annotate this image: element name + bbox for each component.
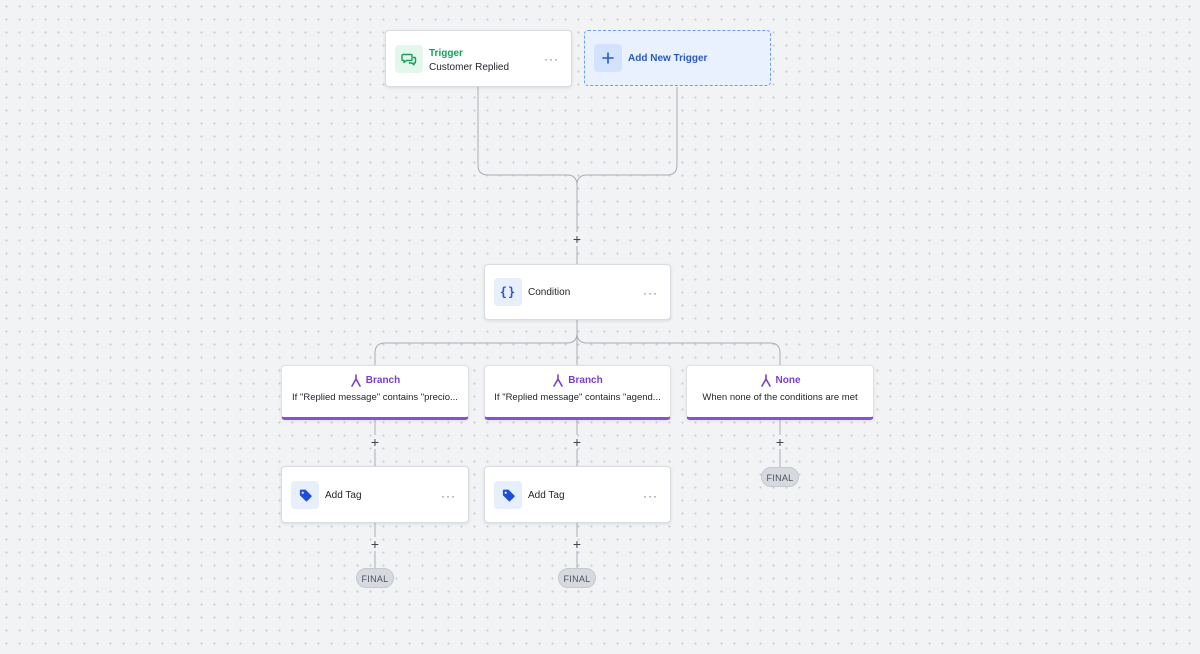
branch-card-1[interactable]: Branch If "Replied message" contains "pr… xyxy=(281,365,469,420)
add-step-button[interactable]: + xyxy=(370,536,380,552)
add-tag-more-icon[interactable]: ··· xyxy=(441,489,456,503)
add-tag-label: Add Tag xyxy=(325,490,362,501)
branch-description: If "Replied message" contains "precio... xyxy=(292,392,458,403)
plus-icon xyxy=(594,44,622,72)
add-step-button[interactable]: + xyxy=(572,434,582,450)
add-step-button[interactable]: + xyxy=(775,434,785,450)
curly-braces-icon: {} xyxy=(494,278,522,306)
branch-description: When none of the conditions are met xyxy=(702,392,858,403)
add-step-button[interactable]: + xyxy=(572,536,582,552)
branch-description: If "Replied message" contains "agend... xyxy=(494,392,661,403)
branch-fork-icon xyxy=(350,374,361,387)
trigger-more-icon[interactable]: ··· xyxy=(544,52,559,66)
branch-card-none[interactable]: None When none of the conditions are met xyxy=(686,365,874,420)
branch-header: Branch xyxy=(282,374,468,387)
final-badge: FINAL xyxy=(761,467,799,487)
add-new-trigger-label: Add New Trigger xyxy=(628,53,708,64)
add-step-button[interactable]: + xyxy=(370,434,380,450)
trigger-name-label: Customer Replied xyxy=(429,62,510,73)
add-tag-card-1[interactable]: Add Tag ··· xyxy=(281,466,469,523)
chat-bubbles-icon xyxy=(395,45,423,73)
branch-fork-icon xyxy=(760,374,771,387)
tag-icon xyxy=(291,481,319,509)
branch-card-2[interactable]: Branch If "Replied message" contains "ag… xyxy=(484,365,671,420)
curly-braces-glyph: {} xyxy=(499,285,517,299)
condition-more-icon[interactable]: ··· xyxy=(643,286,658,300)
add-tag-label: Add Tag xyxy=(528,490,565,501)
branch-kind-label: Branch xyxy=(568,375,603,386)
add-new-trigger-button[interactable]: Add New Trigger xyxy=(584,30,771,86)
branch-header: None xyxy=(687,374,873,387)
branch-kind-label: Branch xyxy=(365,375,401,386)
add-step-button[interactable]: + xyxy=(572,231,582,247)
tag-icon xyxy=(494,481,522,509)
trigger-kind-label: Trigger xyxy=(429,48,463,59)
branch-kind-label: None xyxy=(775,375,801,386)
branch-fork-icon xyxy=(553,374,564,387)
add-tag-more-icon[interactable]: ··· xyxy=(643,489,658,503)
trigger-card[interactable]: Trigger Customer Replied ··· xyxy=(385,30,572,87)
add-tag-card-2[interactable]: Add Tag ··· xyxy=(484,466,671,523)
condition-card[interactable]: {} Condition ··· xyxy=(484,264,671,320)
condition-label: Condition xyxy=(528,287,571,298)
final-badge: FINAL xyxy=(356,568,394,588)
final-badge: FINAL xyxy=(558,568,596,588)
branch-header: Branch xyxy=(485,374,670,387)
